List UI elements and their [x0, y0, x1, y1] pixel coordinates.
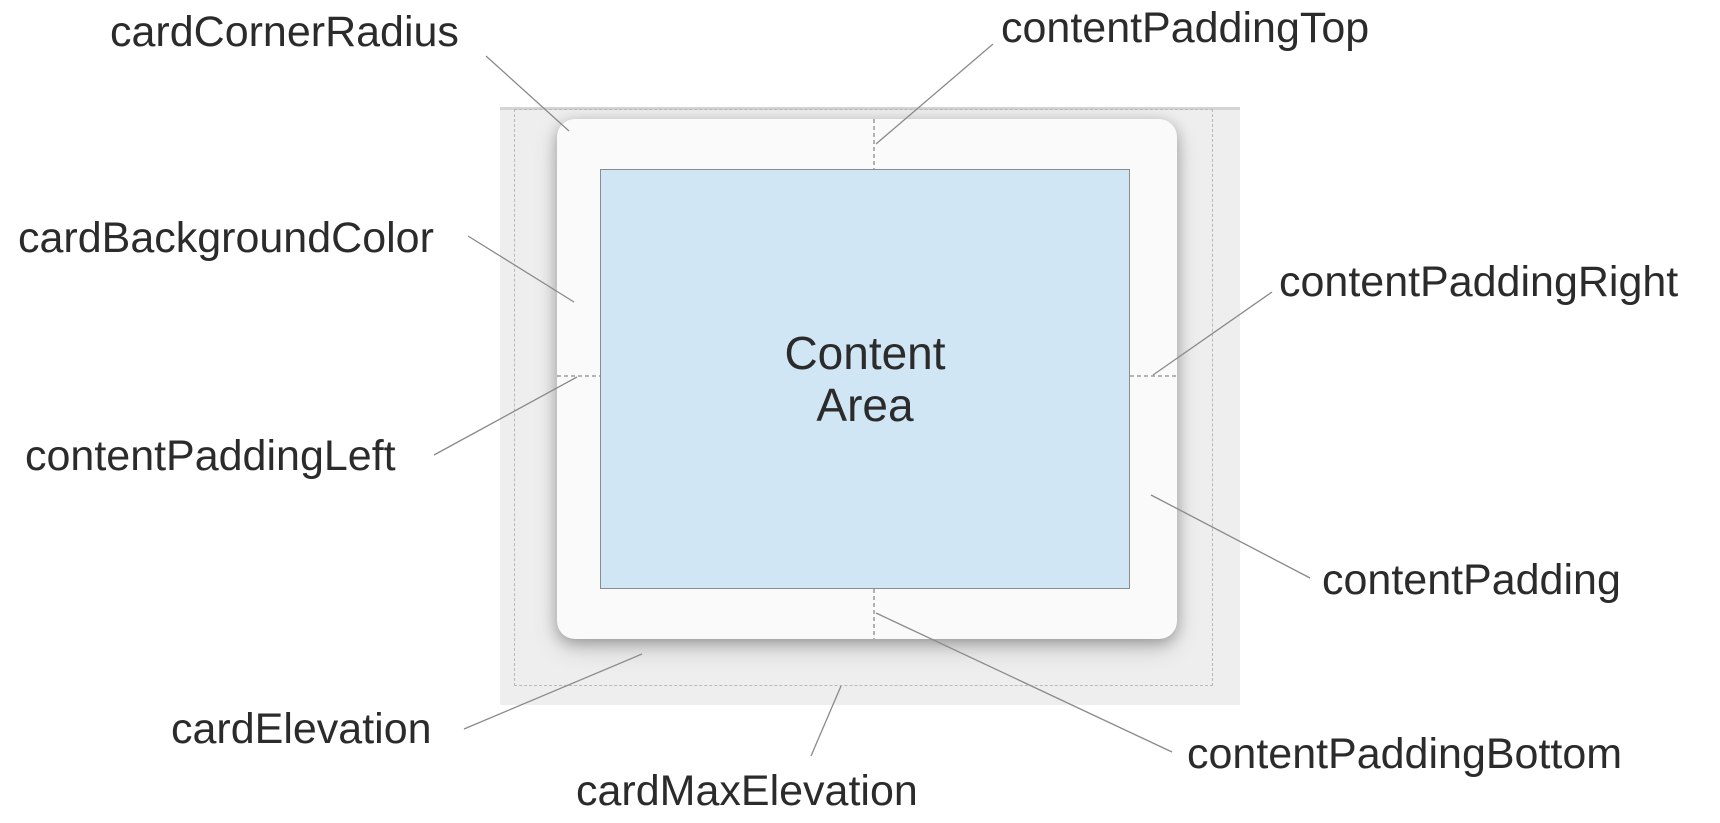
label-card-elevation: cardElevation — [171, 705, 432, 753]
content-area-label-line2: Area — [816, 379, 914, 431]
label-content-padding-top: contentPaddingTop — [1001, 4, 1370, 52]
label-content-padding: contentPadding — [1322, 556, 1621, 604]
content-area: Content Area — [600, 169, 1130, 589]
label-content-padding-left: contentPaddingLeft — [25, 432, 396, 480]
label-content-padding-bottom: contentPaddingBottom — [1187, 730, 1623, 778]
content-area-label-line1: Content — [784, 327, 946, 379]
label-card-corner-radius: cardCornerRadius — [110, 8, 459, 56]
label-card-max-elevation: cardMaxElevation — [576, 767, 918, 815]
label-card-background-color: cardBackgroundColor — [18, 214, 434, 262]
label-content-padding-right: contentPaddingRight — [1279, 258, 1679, 306]
